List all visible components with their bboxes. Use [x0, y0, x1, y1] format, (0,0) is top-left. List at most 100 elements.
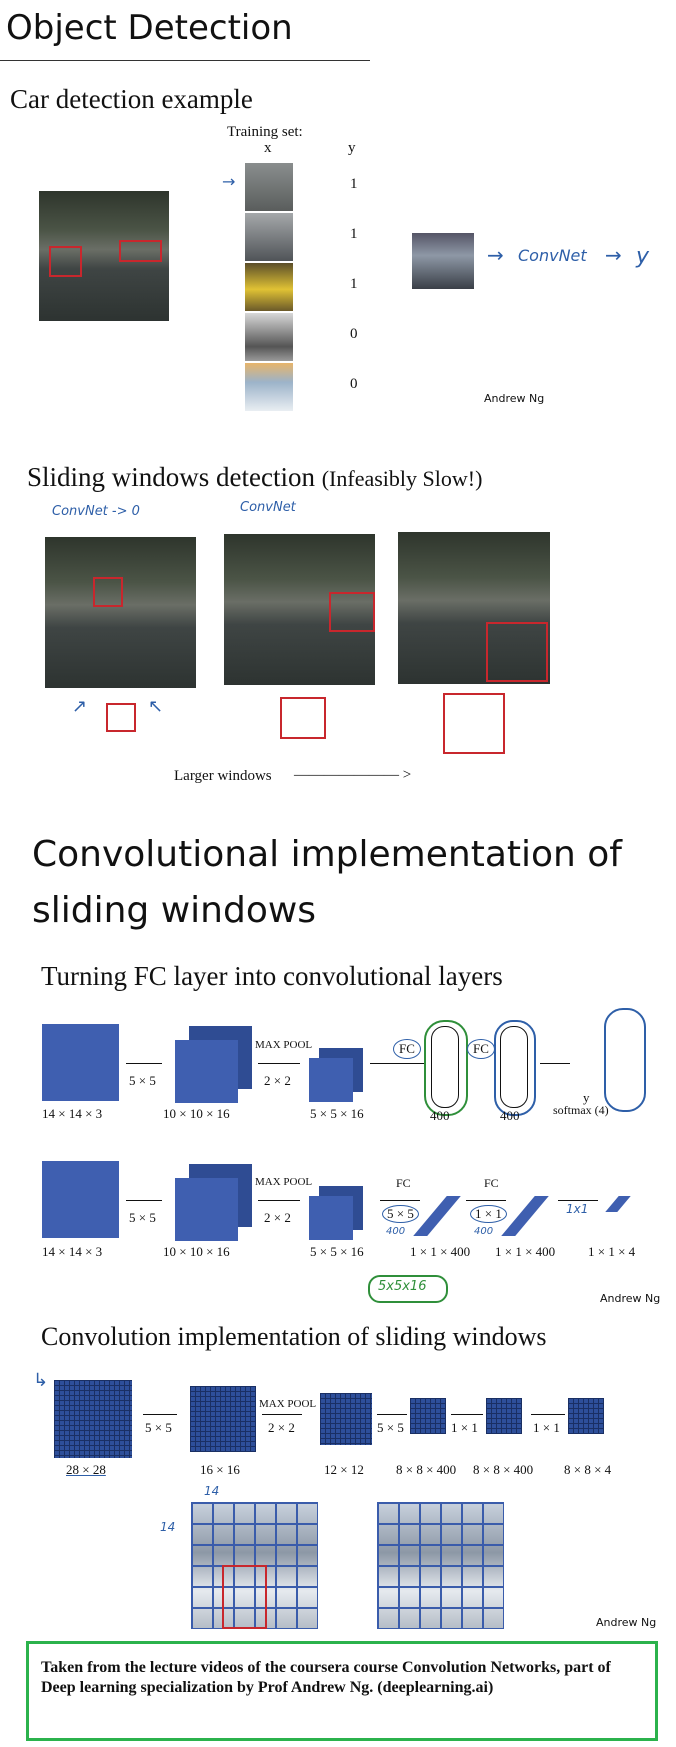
- window-box: [486, 622, 548, 682]
- y-value: 0: [350, 376, 358, 392]
- dim-label: 1 × 1 × 400: [495, 1244, 556, 1259]
- arrow: [540, 1063, 570, 1064]
- input-volume: [42, 1161, 119, 1238]
- conv-volume: [175, 1178, 238, 1241]
- medium-window: [280, 697, 326, 739]
- op-label: 1 × 1: [533, 1420, 560, 1435]
- slide4-author: Andrew Ng: [600, 1292, 661, 1305]
- green-note-box: [368, 1275, 448, 1303]
- train-image-3: [245, 263, 293, 311]
- op-note: 1x1: [566, 1202, 589, 1216]
- op-label: FC: [396, 1176, 411, 1190]
- slide4-title: Turning FC layer into convolutional laye…: [41, 961, 503, 991]
- fc-neurons-2: [500, 1026, 528, 1108]
- slide3-title: Convolutional implementation of sliding …: [32, 834, 622, 931]
- op-label: 2 × 2: [268, 1420, 295, 1435]
- conv-16: [190, 1386, 256, 1452]
- op-label: MAX POOL: [255, 1039, 313, 1051]
- title-underline: [0, 60, 370, 61]
- y-value: 1: [350, 276, 358, 292]
- note-14-side: 14: [160, 1520, 176, 1534]
- training-set-label: Training set:: [227, 124, 303, 140]
- y-value: 1: [350, 226, 358, 242]
- op-label: FC: [467, 1039, 495, 1059]
- dim-label: 12 × 12: [324, 1462, 364, 1477]
- snow-road-grid-2: [377, 1502, 504, 1629]
- snow-road-grid-1: [191, 1502, 318, 1629]
- window-box: [93, 577, 123, 607]
- column-y: y: [348, 140, 356, 156]
- sliding-image-1: [45, 537, 196, 688]
- car-box-2: [119, 240, 162, 262]
- op-label: 2 × 2: [264, 1073, 291, 1088]
- dim-label: 8 × 8 × 400: [396, 1462, 457, 1477]
- op-label: 1 × 1: [451, 1420, 478, 1435]
- pool-volume: [309, 1196, 353, 1240]
- softmax-label: softmax (4): [553, 1103, 609, 1117]
- train-image-1: [245, 163, 293, 211]
- dim-label: 14 × 14 × 3: [42, 1106, 103, 1121]
- train-image-4: [245, 313, 293, 361]
- arrow: [262, 1414, 302, 1415]
- window-box: [222, 1565, 267, 1629]
- slide1-subtitle: Car detection example: [10, 84, 253, 114]
- op-label: 5 × 5: [382, 1205, 419, 1223]
- small-window: [106, 703, 136, 732]
- slide2-note2: ConvNet: [240, 500, 296, 515]
- arrow: [258, 1063, 300, 1064]
- op-label: 5 × 5: [129, 1073, 156, 1088]
- window-arrow-left: ↗: [72, 696, 88, 717]
- note-400: 400: [474, 1226, 494, 1237]
- column-x: x: [264, 140, 272, 156]
- larger-windows-label: Larger windows: [174, 768, 272, 784]
- output-arrow: →: [605, 243, 622, 267]
- op-label: 5 × 5: [129, 1210, 156, 1225]
- test-car-image: [412, 233, 474, 289]
- fc-as-conv-bar-1: [413, 1196, 461, 1236]
- dim-label: 8 × 8 × 400: [473, 1462, 534, 1477]
- dim-label: 16 × 16: [200, 1462, 240, 1477]
- slide5-author: Andrew Ng: [596, 1616, 657, 1629]
- dim-label: 5 × 5 × 16: [310, 1244, 364, 1259]
- y-value: 0: [350, 326, 358, 342]
- arrow: [370, 1063, 424, 1064]
- dim-label: 10 × 10 × 16: [163, 1244, 230, 1259]
- dim-label: 1 × 1 × 4: [588, 1244, 636, 1259]
- arrow: [558, 1200, 598, 1201]
- slide2-note1: ConvNet -> 0: [52, 504, 140, 519]
- op-label: MAX POOL: [259, 1398, 317, 1410]
- arrow: [126, 1063, 162, 1064]
- y-label: y: [583, 1090, 590, 1105]
- window-box: [329, 592, 375, 632]
- sliding-image-3: [398, 532, 550, 684]
- sliding-image-2: [224, 534, 375, 685]
- output-note: y: [636, 244, 650, 269]
- fc-green-loop: [424, 1020, 468, 1116]
- input-volume: [42, 1024, 119, 1101]
- arrow: [531, 1414, 565, 1415]
- arrow-note: →: [222, 172, 236, 191]
- conv-volume: [175, 1040, 238, 1103]
- caption-frame: Taken from the lecture videos of the cou…: [26, 1641, 658, 1741]
- output-units-loop: [604, 1008, 646, 1112]
- to-convnet-arrow: →: [487, 243, 504, 267]
- caption-text: Taken from the lecture videos of the cou…: [41, 1659, 611, 1696]
- train-image-2: [245, 213, 293, 261]
- pool-volume: [309, 1058, 353, 1102]
- output-bar: [605, 1196, 631, 1212]
- larger-windows-arrow: ——————— >: [294, 767, 412, 783]
- car-box-1: [49, 246, 82, 277]
- op-label: 2 × 2: [264, 1210, 291, 1225]
- dim-label: 1 × 1 × 400: [410, 1244, 471, 1259]
- slide5-title: Convolution implementation of sliding wi…: [41, 1322, 547, 1351]
- note-14-top: 14: [204, 1484, 220, 1498]
- dim-label: 28 × 28: [66, 1462, 106, 1477]
- dim-label: 14 × 14 × 3: [42, 1244, 103, 1259]
- dim-label: 5 × 5 × 16: [310, 1106, 364, 1121]
- arrow: [451, 1414, 483, 1415]
- arrow: [258, 1200, 300, 1201]
- fc-as-conv-bar-2: [501, 1196, 549, 1236]
- window-arrow-right: ↖: [148, 696, 164, 717]
- arrow: [126, 1200, 162, 1201]
- dim-label: 400: [500, 1108, 520, 1123]
